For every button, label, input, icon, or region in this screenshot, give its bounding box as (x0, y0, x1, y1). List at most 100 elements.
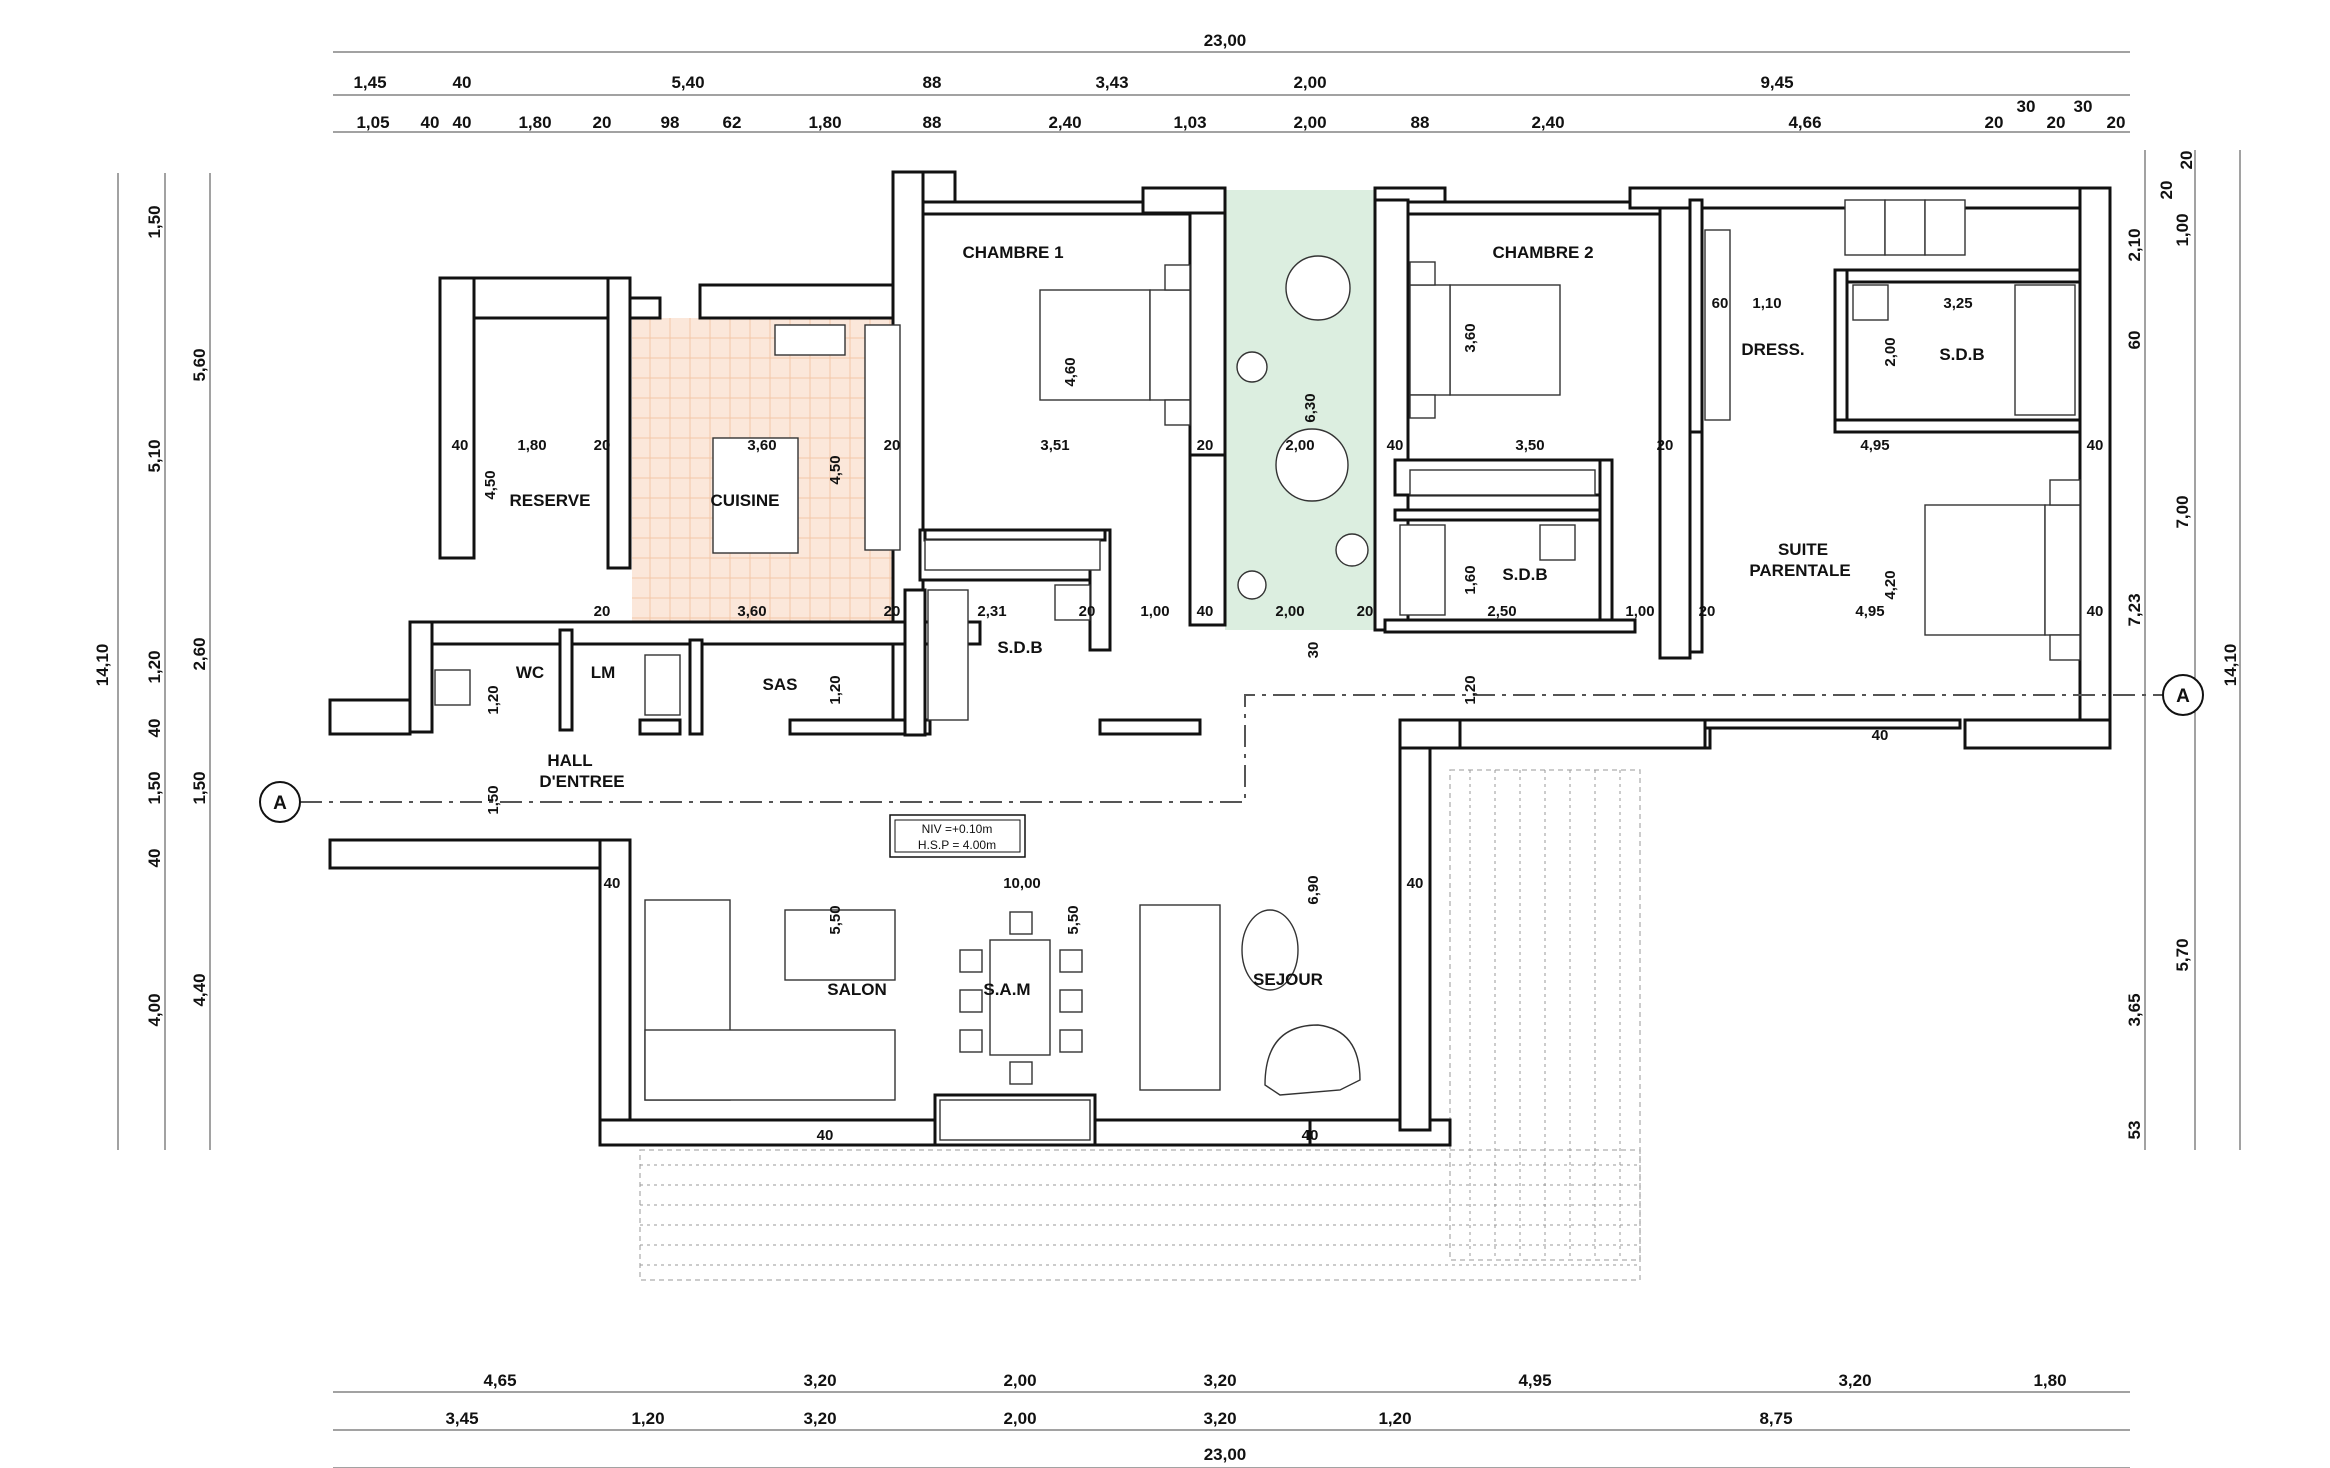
dim-b1: 3,20 (1203, 1371, 1236, 1390)
dim-t2: 1,80 (518, 113, 551, 132)
wardrobe-icon (1704, 229, 1731, 421)
svg-text:20: 20 (884, 603, 901, 620)
dim-b2: 8,75 (1759, 1409, 1792, 1428)
dim-b2: 3,20 (803, 1409, 836, 1428)
svg-text:40: 40 (2087, 603, 2104, 620)
dim-b1: 2,00 (1003, 1371, 1036, 1390)
left-dimensions: 14,10 1,50 5,10 1,20 40 1,50 40 4,00 5,6… (93, 173, 211, 1150)
room-sdb-3: S.D.B (1939, 345, 1984, 364)
svg-text:2,00: 2,00 (1275, 603, 1304, 620)
room-cuisine: CUISINE (711, 491, 780, 510)
svg-text:4,95: 4,95 (1855, 603, 1884, 620)
dim-t2: 20 (2107, 113, 2126, 132)
svg-text:40: 40 (452, 437, 469, 454)
dim-t2: 4,66 (1788, 113, 1821, 132)
room-sas: SAS (763, 675, 798, 694)
left-total-dim: 14,10 (93, 644, 112, 687)
dim-r: 53 (2125, 1121, 2144, 1140)
right-dimensions: 14,10 20 2,10 60 7,23 3,65 53 20 1,00 7,… (2125, 150, 2241, 1150)
dim-t2: 40 (421, 113, 440, 132)
svg-text:5,50: 5,50 (827, 905, 844, 934)
dim-t2: 2,00 (1293, 113, 1326, 132)
svg-text:4,50: 4,50 (827, 455, 844, 484)
dim-b1: 3,20 (803, 1371, 836, 1390)
right-total-dim: 14,10 (2221, 644, 2240, 687)
svg-text:1,10: 1,10 (1752, 295, 1781, 312)
svg-text:4,20: 4,20 (1882, 570, 1899, 599)
room-reserve: RESERVE (510, 491, 591, 510)
section-line: A A (259, 674, 2204, 823)
svg-text:1,60: 1,60 (1462, 565, 1479, 594)
dim-b2: 1,20 (1378, 1409, 1411, 1428)
ottoman-icon (1241, 909, 1299, 991)
sink-icon (644, 654, 681, 716)
niv-line-2: H.S.P = 4.00m (918, 838, 996, 852)
svg-text:20: 20 (884, 437, 901, 454)
dim-t2: 1,03 (1173, 113, 1206, 132)
svg-text:20: 20 (1079, 603, 1096, 620)
dim-t2: 30 (2017, 97, 2036, 116)
niv-line-1: NIV =+0.10m (922, 822, 993, 836)
dim-t2: 30 (2074, 97, 2093, 116)
svg-text:3,60: 3,60 (1462, 323, 1479, 352)
dim-r: 60 (2125, 331, 2144, 350)
dim-t1: 2,00 (1293, 73, 1326, 92)
dim-l: 1,50 (145, 205, 164, 238)
dim-l: 1,20 (145, 650, 164, 683)
dim-t1: 40 (453, 73, 472, 92)
dim-r: 3,65 (2125, 993, 2144, 1026)
svg-text:40: 40 (1387, 437, 1404, 454)
dim-r: 20 (2177, 151, 2196, 170)
svg-text:20: 20 (1699, 603, 1716, 620)
dim-l: 5,10 (145, 439, 164, 472)
shrub-icon (1237, 570, 1267, 600)
dim-b2: 2,00 (1003, 1409, 1036, 1428)
patio (1225, 190, 1375, 630)
dim-t2: 88 (1411, 113, 1430, 132)
room-sejour: SEJOUR (1253, 970, 1323, 989)
svg-text:1,50: 1,50 (485, 785, 502, 814)
room-hall-2: D'ENTREE (539, 772, 624, 791)
room-sdb-2: S.D.B (1502, 565, 1547, 584)
svg-text:3,50: 3,50 (1515, 437, 1544, 454)
dim-r: 7,23 (2125, 593, 2144, 626)
furniture (434, 199, 2081, 1141)
dim-r2: 20 (2157, 181, 2176, 200)
svg-text:40: 40 (817, 1127, 834, 1144)
bed-icon (1924, 504, 2046, 636)
tree-icon (1285, 255, 1351, 321)
section-marker-right (2162, 674, 2204, 716)
svg-text:4,95: 4,95 (1860, 437, 1889, 454)
sink-icon (1539, 524, 1576, 561)
kitchen-island-icon (712, 437, 799, 554)
svg-text:20: 20 (1197, 437, 1214, 454)
room-dress: DRESS. (1741, 340, 1804, 359)
svg-text:40: 40 (604, 875, 621, 892)
dim-t2: 98 (661, 113, 680, 132)
dining-table-icon (989, 939, 1051, 1056)
wardrobe-icon (924, 539, 1101, 571)
svg-text:20: 20 (1357, 603, 1374, 620)
dim-r2: 5,70 (2173, 938, 2192, 971)
room-chambre-1: CHAMBRE 1 (962, 243, 1063, 262)
svg-text:6,90: 6,90 (1305, 875, 1322, 904)
svg-text:1,20: 1,20 (485, 685, 502, 714)
bed-icon (1449, 284, 1561, 396)
svg-text:60: 60 (1712, 295, 1729, 312)
armchair-icon (1264, 1024, 1361, 1096)
svg-text:20: 20 (1657, 437, 1674, 454)
room-hall: HALL (547, 751, 592, 770)
svg-text:3,25: 3,25 (1943, 295, 1972, 312)
svg-text:10,00: 10,00 (1003, 875, 1041, 892)
shrub-icon (1335, 533, 1369, 567)
dim-b1: 1,80 (2033, 1371, 2066, 1390)
coffee-table-icon (784, 909, 896, 981)
shower-icon (927, 589, 969, 721)
dim-l: 4,00 (145, 993, 164, 1026)
dim-l2: 4,40 (190, 973, 209, 1006)
dim-t1: 5,40 (671, 73, 704, 92)
room-labels: CHAMBRE 1 CHAMBRE 2 RESERVE CUISINE WC L… (510, 243, 1985, 999)
dim-r2: 1,00 (2173, 213, 2192, 246)
room-sdb-1: S.D.B (997, 638, 1042, 657)
